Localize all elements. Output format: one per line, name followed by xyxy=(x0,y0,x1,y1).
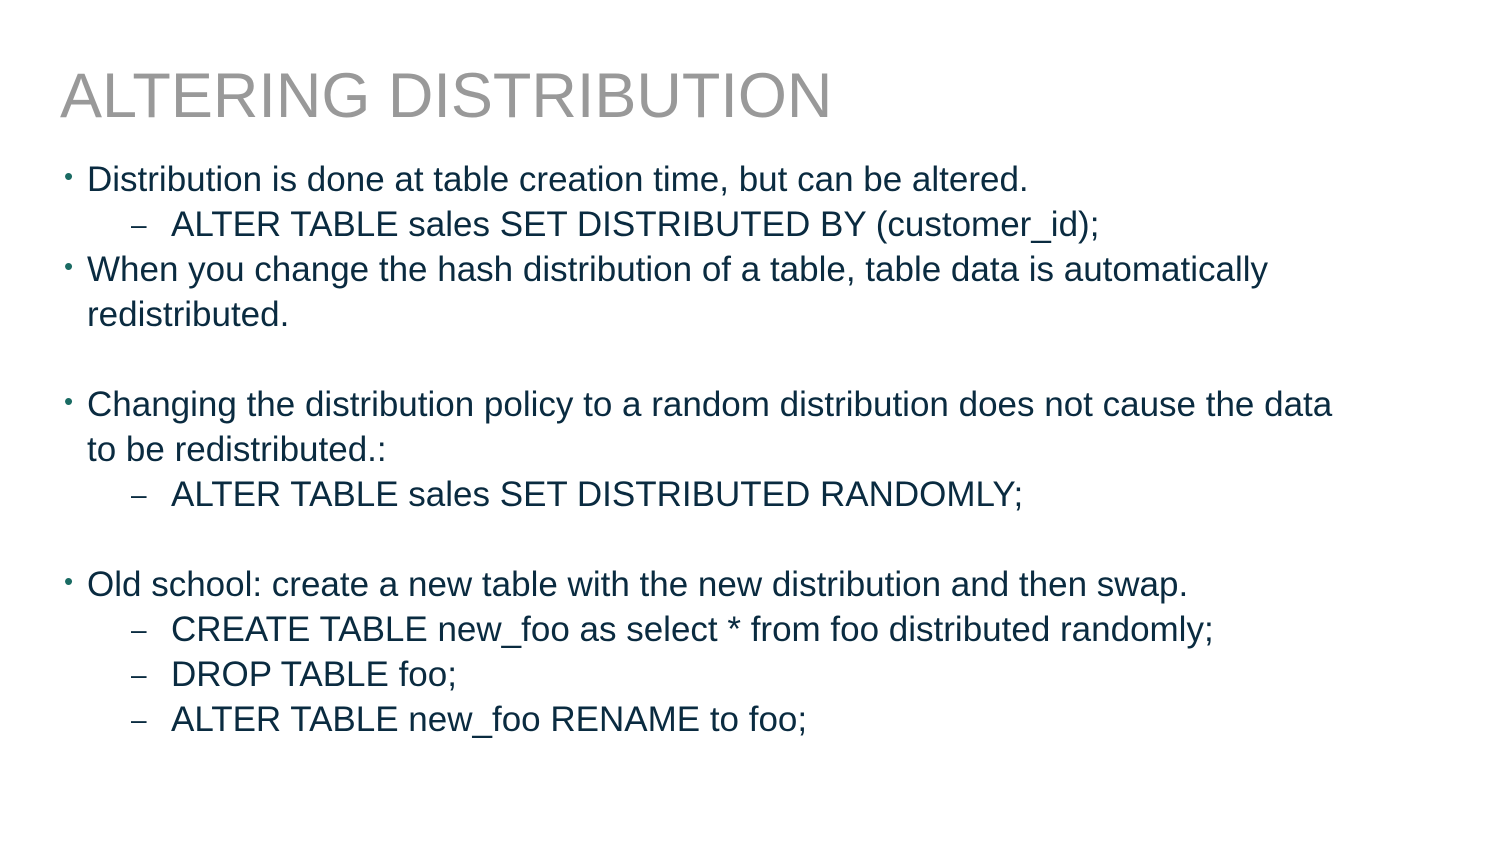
dash-icon: – xyxy=(131,614,147,645)
spacer xyxy=(0,337,1500,382)
sub-item: – ALTER TABLE sales SET DISTRIBUTED BY (… xyxy=(0,202,1500,247)
sub-item-text: ALTER TABLE sales SET DISTRIBUTED BY (cu… xyxy=(171,205,1100,244)
dash-icon: – xyxy=(131,209,147,240)
bullet-dot-icon: • xyxy=(64,251,74,281)
bullet-item: • Distribution is done at table creation… xyxy=(0,157,1500,202)
sub-item-text: ALTER TABLE sales SET DISTRIBUTED RANDOM… xyxy=(171,475,1024,514)
sub-item-text: DROP TABLE foo; xyxy=(171,655,457,694)
sub-item-text: CREATE TABLE new_foo as select * from fo… xyxy=(171,610,1214,649)
bullet-dot-icon: • xyxy=(64,566,74,596)
sub-item-text: ALTER TABLE new_foo RENAME to foo; xyxy=(171,700,808,739)
bullet-continuation: redistributed. xyxy=(0,292,1500,337)
sub-item: – ALTER TABLE new_foo RENAME to foo; xyxy=(0,697,1500,742)
dash-icon: – xyxy=(131,479,147,510)
bullet-text: Changing the distribution policy to a ra… xyxy=(87,385,1333,424)
sub-item: – CREATE TABLE new_foo as select * from … xyxy=(0,607,1500,652)
bullet-dot-icon: • xyxy=(64,161,74,191)
bullet-text: Distribution is done at table creation t… xyxy=(87,160,1029,199)
bullet-text: redistributed. xyxy=(87,295,290,334)
dash-icon: – xyxy=(131,704,147,735)
bullet-continuation: to be redistributed.: xyxy=(0,427,1500,472)
bullet-item: • When you change the hash distribution … xyxy=(0,247,1500,292)
bullet-text: Old school: create a new table with the … xyxy=(87,565,1189,604)
bullet-text: to be redistributed.: xyxy=(87,430,387,469)
slide-title: ALTERING DISTRIBUTION xyxy=(60,61,833,131)
spacer xyxy=(0,517,1500,562)
sub-item: – ALTER TABLE sales SET DISTRIBUTED RAND… xyxy=(0,472,1500,517)
bullet-item: • Old school: create a new table with th… xyxy=(0,562,1500,607)
dash-icon: – xyxy=(131,659,147,690)
bullet-dot-icon: • xyxy=(64,386,74,416)
bullet-text: When you change the hash distribution of… xyxy=(87,250,1269,289)
bullet-item: • Changing the distribution policy to a … xyxy=(0,382,1500,427)
slide-content: • Distribution is done at table creation… xyxy=(0,157,1500,742)
sub-item: – DROP TABLE foo; xyxy=(0,652,1500,697)
